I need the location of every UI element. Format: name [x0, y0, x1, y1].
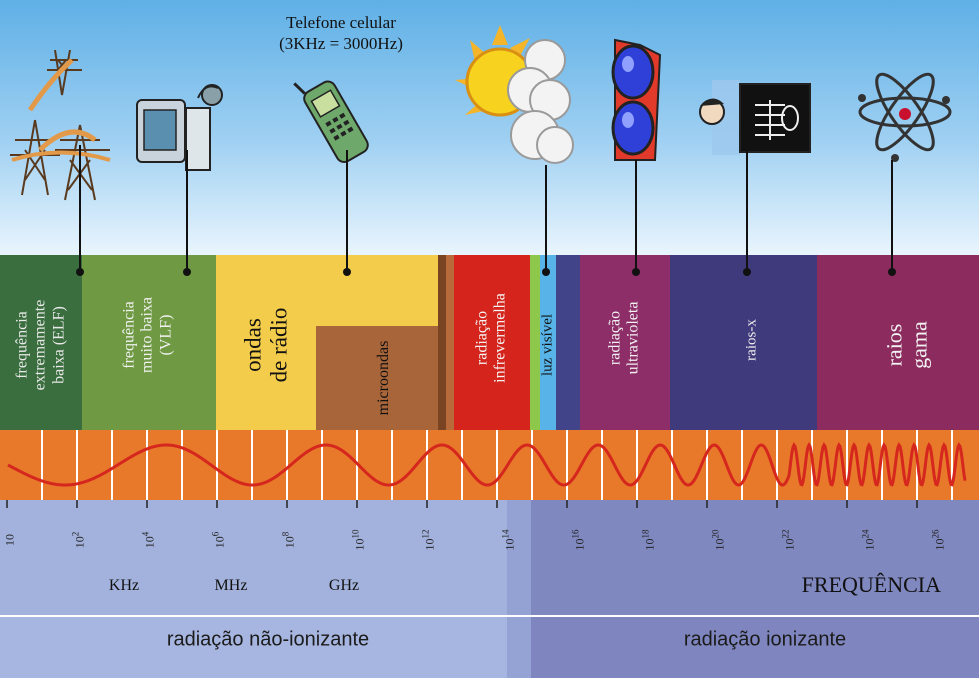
tick-label-12: 1024	[860, 529, 877, 551]
phone-title: Telefone celular	[286, 13, 396, 32]
icons-layer	[10, 25, 952, 201]
band-visible-violet	[556, 255, 580, 430]
sun-cloud-icon	[455, 25, 574, 164]
band-ir	[454, 255, 530, 430]
tick-label-6: 1012	[420, 529, 437, 551]
radiation-type-bar	[0, 617, 979, 678]
tick-label-8: 1016	[570, 529, 587, 551]
computer-icon	[136, 84, 223, 171]
xray-icon	[699, 80, 811, 155]
atom-icon	[858, 72, 952, 162]
tick-label-2: 104	[140, 531, 157, 549]
non-ionizing-label: radiação não-ionizante	[166, 628, 370, 651]
unit-mhz: MHz	[214, 577, 248, 594]
tick-label-7: 1014	[500, 529, 517, 551]
frequency-scale	[0, 500, 979, 615]
wave-grid	[41, 430, 953, 500]
band-sep-1	[438, 255, 446, 430]
tick-label-11: 1022	[780, 529, 797, 551]
band-elf	[0, 255, 82, 430]
band-gamma	[817, 255, 979, 430]
tick-label-1: 102	[70, 531, 87, 549]
band-micro	[316, 326, 438, 430]
band-vlf	[82, 255, 216, 430]
band-visible-green	[530, 255, 540, 430]
tick-label-10: 1020	[710, 529, 727, 551]
tick-label-0: 10	[2, 534, 17, 546]
tick-label-4: 108	[280, 531, 297, 549]
cell-phone-icon	[293, 80, 369, 163]
unit-ghz: GHz	[328, 577, 360, 594]
power-tower-icon	[10, 49, 111, 201]
band-sep-2	[446, 255, 454, 430]
band-visible	[540, 255, 556, 430]
frequency-axis-title: FREQUÊNCIA	[801, 572, 941, 597]
phone-label: Telefone celular (3KHz = 3000Hz)	[279, 12, 403, 55]
tick-label-13: 1026	[930, 529, 947, 551]
ionizing-label: radiação ionizante	[683, 628, 847, 651]
band-xray	[670, 255, 817, 430]
tick-label-5: 1010	[350, 529, 367, 551]
tick-label-9: 1018	[640, 529, 657, 551]
unit-khz: KHz	[108, 577, 140, 594]
pointer-lines	[76, 145, 896, 276]
tick-label-3: 106	[210, 531, 227, 549]
sunglasses-icon	[611, 38, 662, 161]
band-uv	[580, 255, 670, 430]
wave-curve	[7, 442, 967, 487]
phone-detail: (3KHz = 3000Hz)	[279, 34, 403, 54]
